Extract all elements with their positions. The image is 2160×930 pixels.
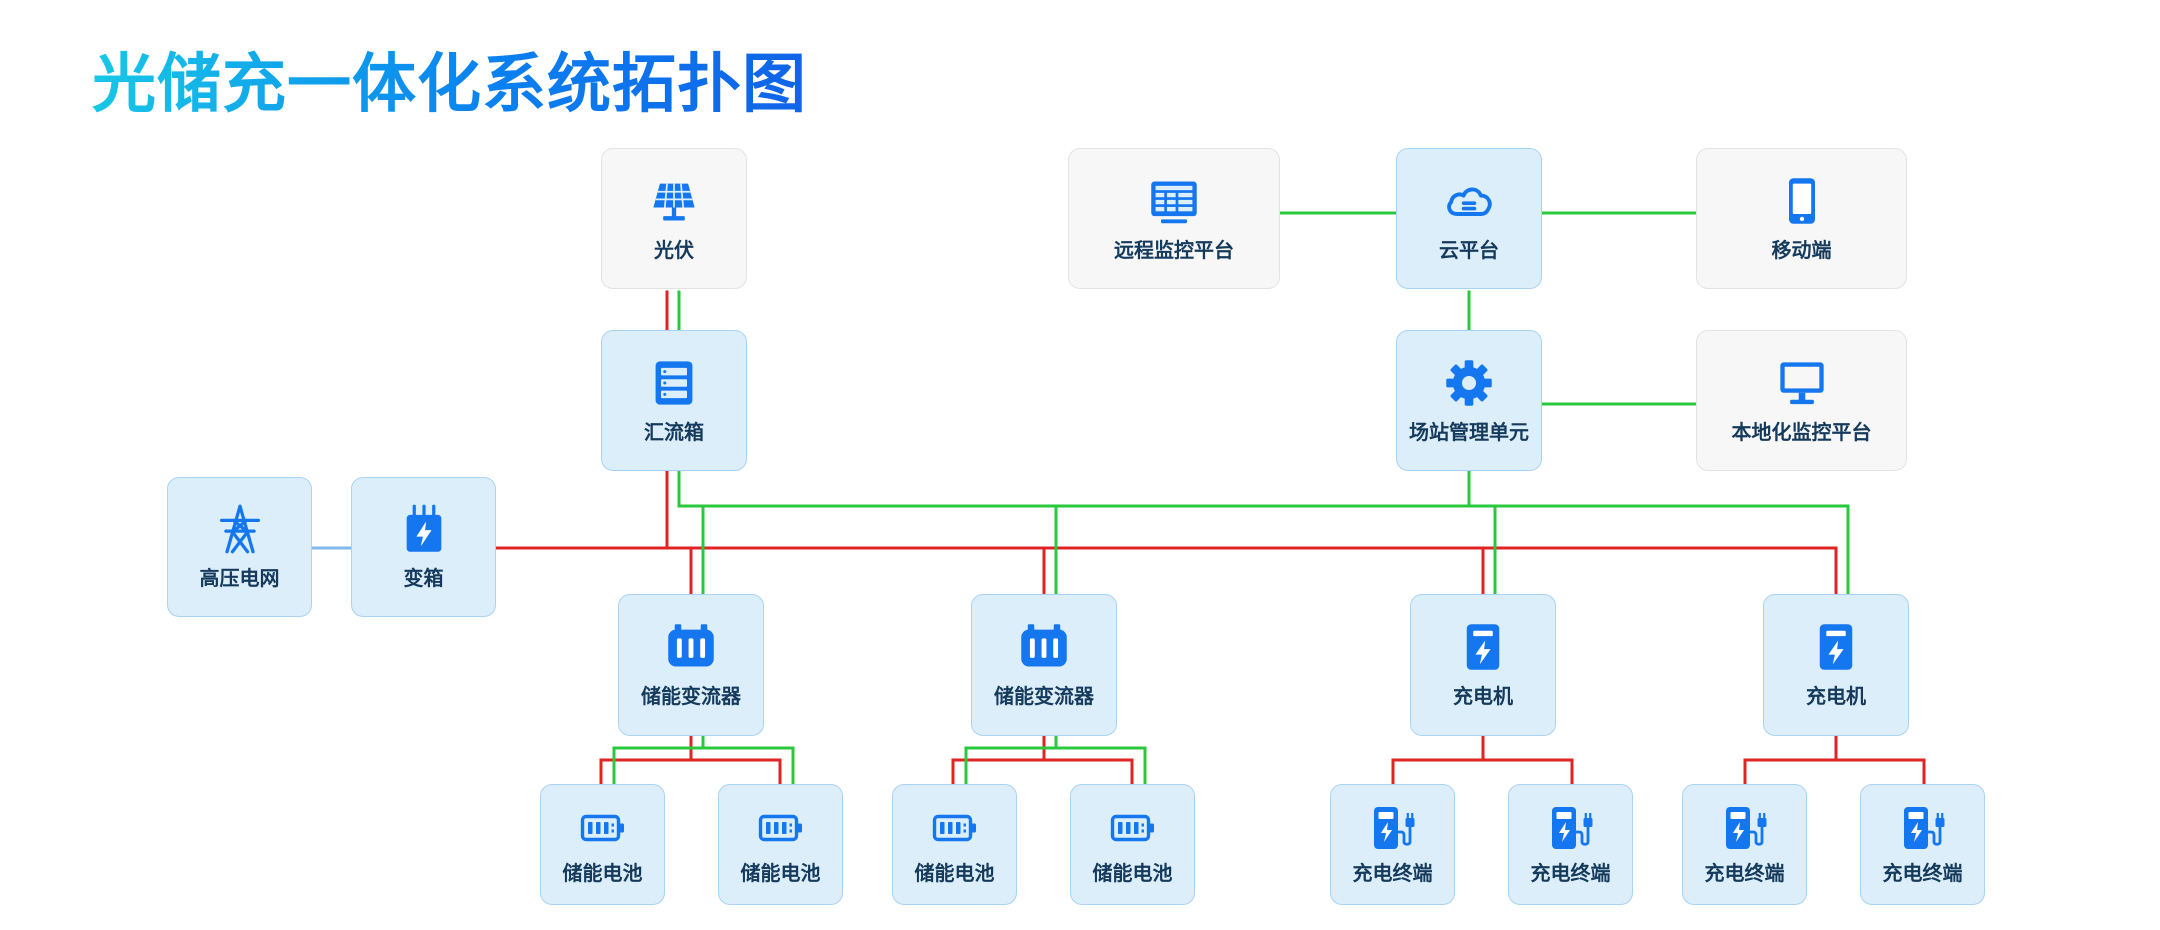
node-station-management[interactable]: 场站管理单元 — [1396, 330, 1542, 471]
battery-icon — [757, 804, 805, 852]
node-remote-monitoring[interactable]: 远程监控平台 — [1068, 148, 1280, 289]
converter-icon — [1018, 621, 1070, 673]
node-pcs-1-label: 储能变流器 — [641, 684, 741, 708]
node-charger-1[interactable]: 充电机 — [1410, 594, 1556, 736]
desktop-monitor-icon — [1776, 357, 1828, 409]
node-battery-4[interactable]: 储能电池 — [1070, 784, 1195, 905]
gear-icon — [1443, 357, 1495, 409]
node-mobile[interactable]: 移动端 — [1696, 148, 1907, 289]
node-pcs-1[interactable]: 储能变流器 — [618, 594, 764, 736]
node-battery-3-label: 储能电池 — [914, 860, 995, 885]
node-pv[interactable]: 光伏 — [601, 148, 747, 289]
battery-icon — [1109, 804, 1157, 852]
ev-charger-icon — [1547, 804, 1595, 852]
node-pcs-2[interactable]: 储能变流器 — [971, 594, 1117, 736]
node-station-management-label: 场站管理单元 — [1409, 419, 1529, 444]
battery-icon — [579, 804, 627, 852]
ev-charger-icon — [1369, 804, 1417, 852]
comm-lines — [612, 211, 1850, 787]
converter-icon — [665, 621, 717, 673]
node-combiner-box-label: 汇流箱 — [644, 419, 704, 444]
node-battery-4-label: 储能电池 — [1092, 860, 1173, 885]
node-charging-terminal-1-label: 充电终端 — [1352, 860, 1433, 885]
node-charging-terminal-4-label: 充电终端 — [1882, 860, 1963, 885]
power-tower-icon — [214, 503, 266, 555]
power-line-pcs1-batteries — [599, 758, 782, 787]
node-combiner-box[interactable]: 汇流箱 — [601, 330, 747, 471]
node-pv-label: 光伏 — [654, 237, 694, 262]
power-line-pcs2-batteries — [951, 758, 1134, 787]
ev-charger-icon — [1899, 804, 1947, 852]
charger-cabinet-icon — [1810, 621, 1862, 673]
charger-cabinet-icon — [1457, 621, 1509, 673]
diagram-title: 光储充一体化系统拓扑图 — [92, 40, 807, 130]
node-battery-2[interactable]: 储能电池 — [718, 784, 843, 905]
power-line-charger2-terminals — [1743, 758, 1926, 787]
comm-line-pcs2-batteries — [964, 746, 1147, 787]
transformer-icon — [398, 503, 450, 555]
node-high-voltage-grid-label: 高压电网 — [199, 566, 280, 590]
power-lines — [495, 290, 1926, 787]
server-cabinet-icon — [648, 357, 700, 409]
node-pcs-2-label: 储能变流器 — [994, 684, 1094, 708]
node-mobile-label: 移动端 — [1771, 237, 1832, 262]
node-charging-terminal-1[interactable]: 充电终端 — [1330, 784, 1455, 905]
node-battery-2-label: 储能电池 — [740, 860, 821, 885]
node-battery-1[interactable]: 储能电池 — [540, 784, 665, 905]
node-charging-terminal-3[interactable]: 充电终端 — [1682, 784, 1807, 905]
node-charger-2-label: 充电机 — [1806, 684, 1866, 708]
phone-icon — [1776, 175, 1828, 227]
node-charger-2[interactable]: 充电机 — [1763, 594, 1909, 736]
node-local-monitoring-label: 本地化监控平台 — [1731, 419, 1872, 444]
node-high-voltage-grid[interactable]: 高压电网 — [167, 477, 312, 617]
node-transformer-label: 变箱 — [403, 566, 444, 590]
node-transformer[interactable]: 变箱 — [351, 477, 496, 617]
node-charging-terminal-2-label: 充电终端 — [1530, 860, 1611, 885]
comm-line-pcs1-batteries — [612, 746, 795, 787]
node-remote-monitoring-label: 远程监控平台 — [1114, 237, 1234, 262]
monitor-screen-icon — [1148, 175, 1200, 227]
node-charger-1-label: 充电机 — [1453, 684, 1513, 708]
node-charging-terminal-3-label: 充电终端 — [1704, 860, 1785, 885]
node-cloud-platform-label: 云平台 — [1439, 237, 1499, 262]
node-cloud-platform[interactable]: 云平台 — [1396, 148, 1542, 289]
cloud-icon — [1443, 175, 1495, 227]
node-charging-terminal-4[interactable]: 充电终端 — [1860, 784, 1985, 905]
node-battery-3[interactable]: 储能电池 — [892, 784, 1017, 905]
power-line-charger1-terminals — [1391, 758, 1574, 787]
node-battery-1-label: 储能电池 — [562, 860, 643, 885]
solar-panel-icon — [648, 175, 700, 227]
battery-icon — [931, 804, 979, 852]
node-local-monitoring[interactable]: 本地化监控平台 — [1696, 330, 1907, 471]
node-charging-terminal-2[interactable]: 充电终端 — [1508, 784, 1633, 905]
ev-charger-icon — [1721, 804, 1769, 852]
